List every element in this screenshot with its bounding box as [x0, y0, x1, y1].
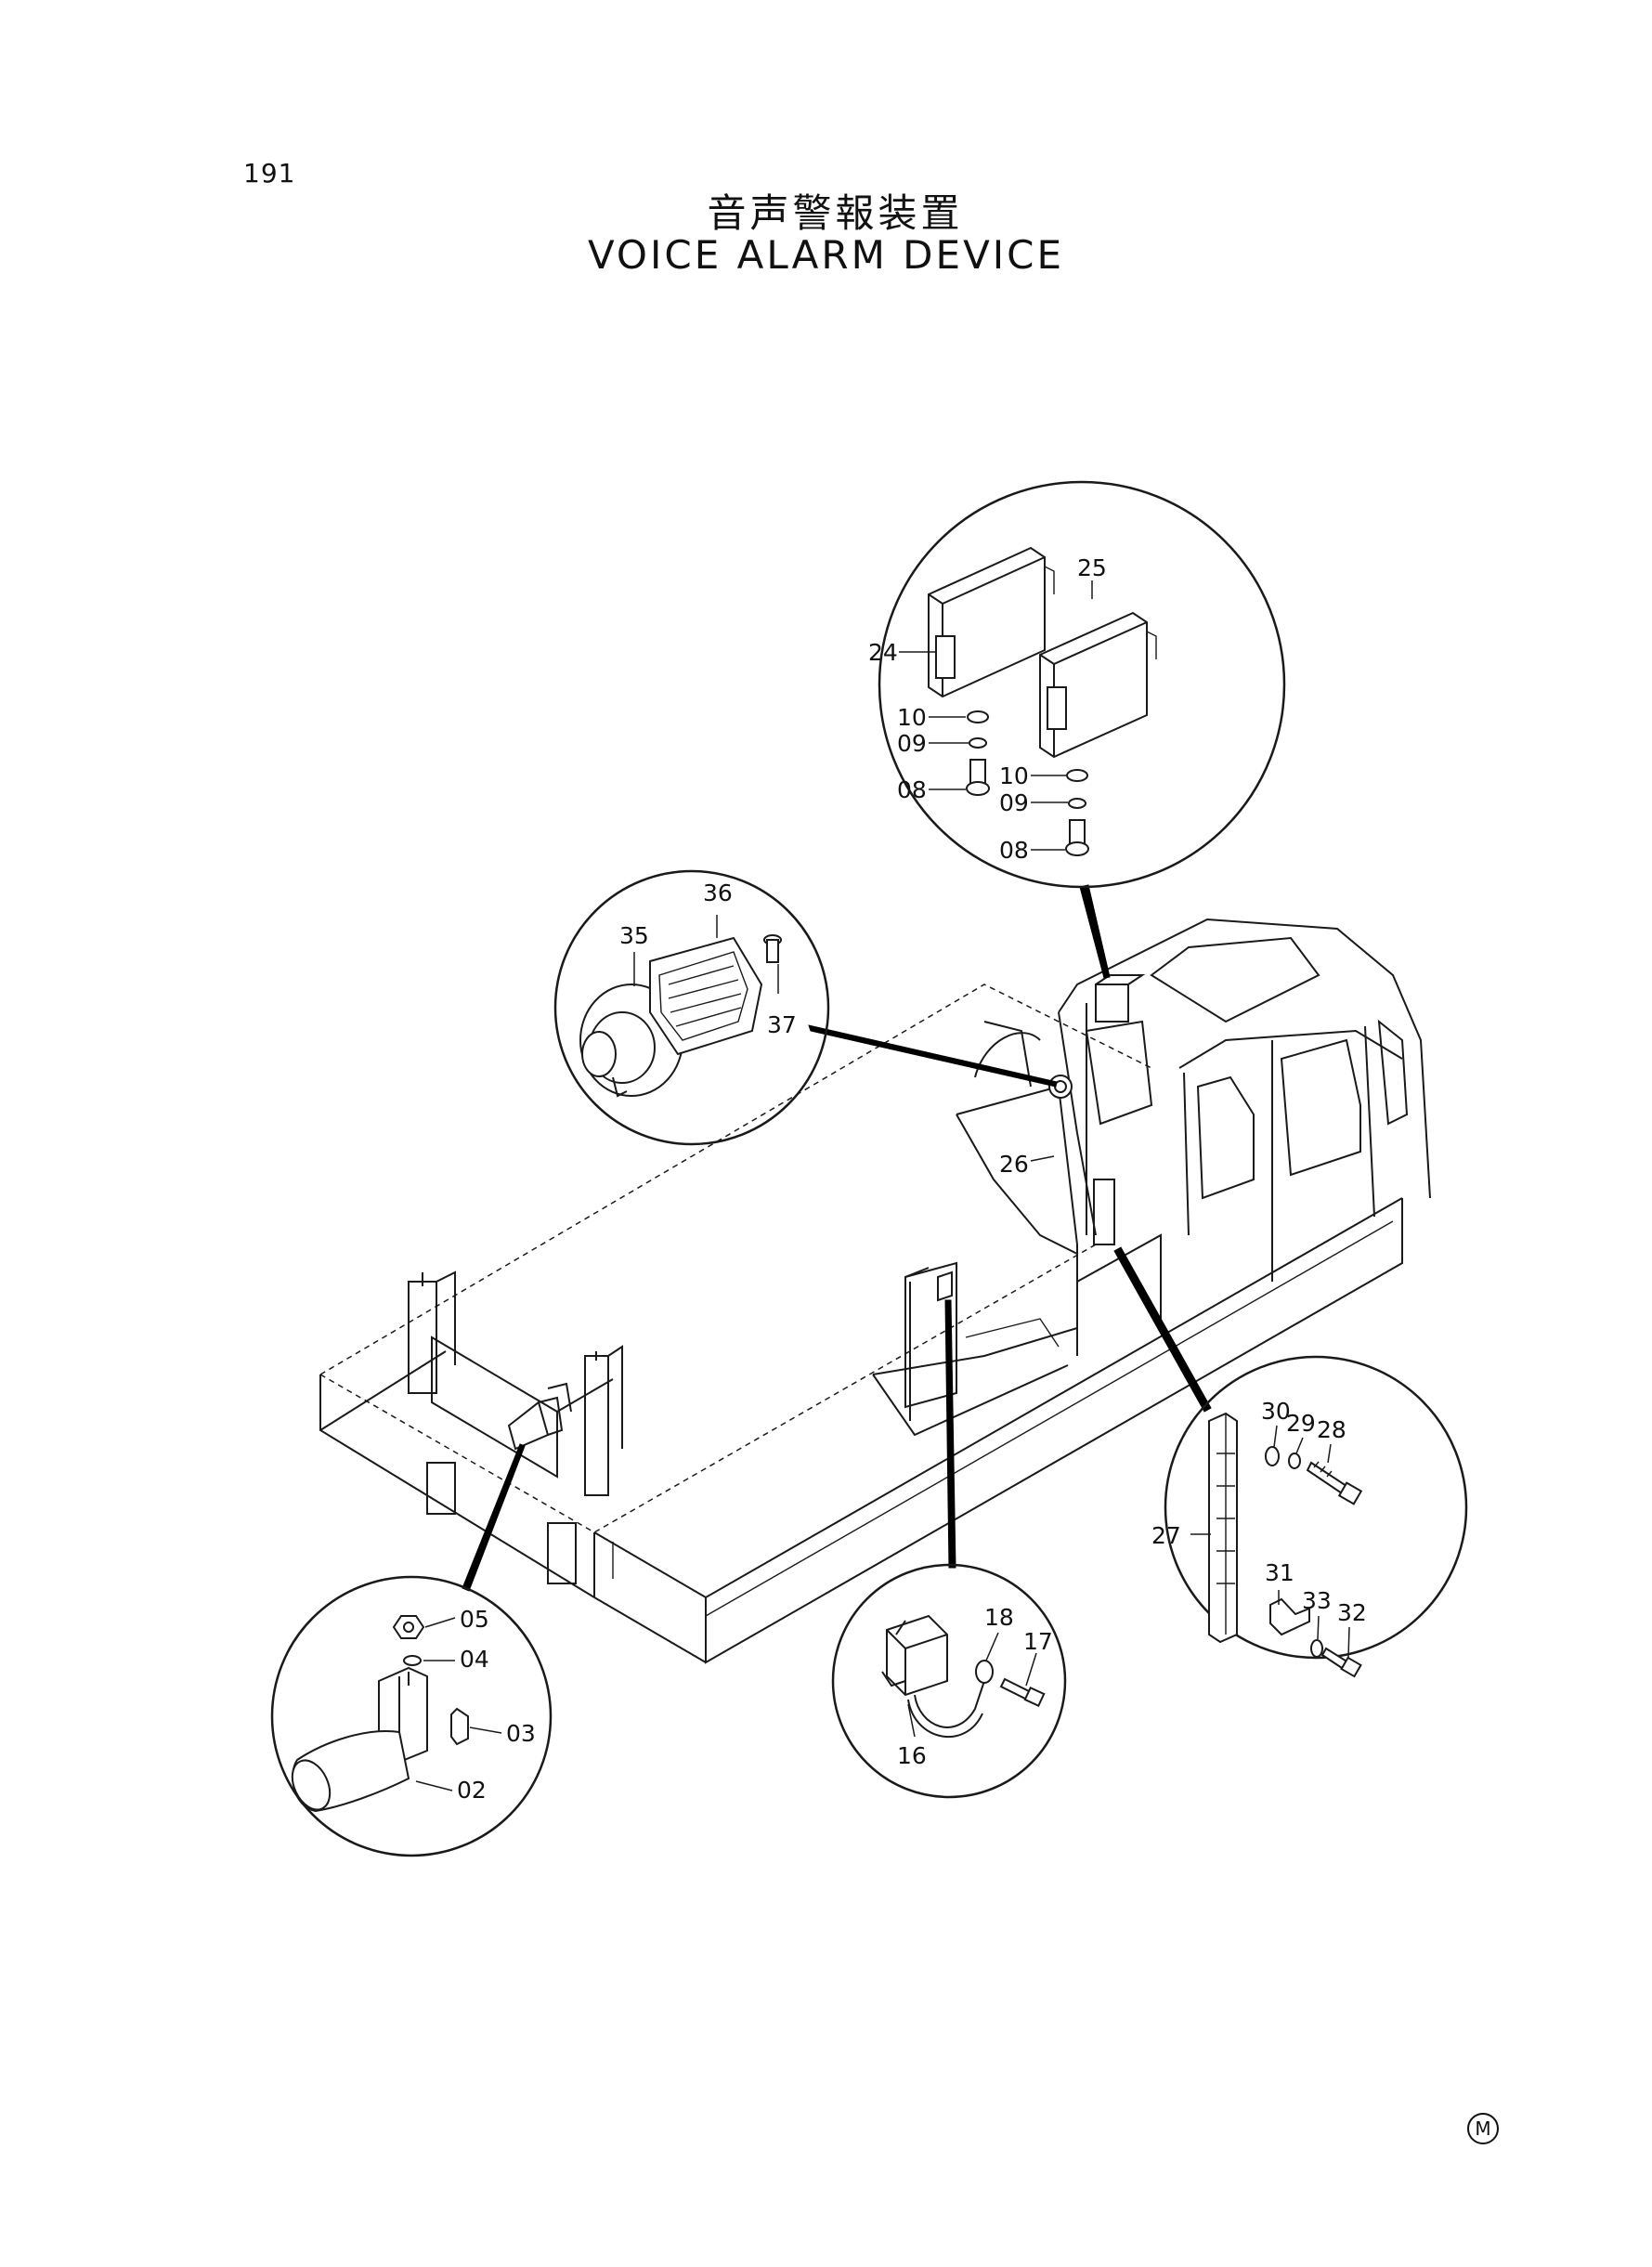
label-29: 29: [1286, 1410, 1316, 1437]
label-26: 26: [999, 1151, 1029, 1178]
label-02: 02: [457, 1777, 487, 1804]
page-number: 191: [243, 158, 296, 189]
detail-circle-horn: 05 04 03 02: [270, 1575, 553, 1857]
label-28: 28: [1317, 1416, 1346, 1443]
title-japanese: 音声警報装置: [707, 190, 964, 236]
label-35: 35: [619, 922, 649, 949]
label-37: 37: [767, 1011, 797, 1038]
detail-circle-relay: 18 17 16: [831, 1563, 1067, 1799]
label-18: 18: [984, 1604, 1014, 1631]
label-24: 24: [868, 639, 898, 666]
label-36: 36: [703, 879, 733, 906]
callout-pointers: [462, 884, 1212, 1592]
label-09: 09: [897, 730, 927, 757]
excavator-upper-structure: [319, 918, 1431, 1664]
label-32: 32: [1337, 1599, 1367, 1626]
label-25: 25: [1077, 554, 1107, 581]
label-04: 04: [460, 1646, 489, 1673]
detail-circle-bracket: 30 29 28 27 31 33 32: [1151, 1355, 1468, 1678]
label-03: 03: [506, 1720, 536, 1747]
label-05: 05: [460, 1606, 489, 1633]
detail-circle-speaker: 36 35 37: [553, 869, 830, 1146]
label-30: 30: [1261, 1398, 1291, 1425]
label-33: 33: [1302, 1587, 1332, 1614]
label-08: 08: [999, 837, 1029, 864]
label-08: 08: [897, 776, 927, 803]
label-10: 10: [999, 762, 1029, 789]
label-10: 10: [897, 704, 927, 731]
title-english: VOICE ALARM DEVICE: [587, 232, 1065, 278]
label-17: 17: [1023, 1628, 1053, 1655]
model-mark-icon: M: [1467, 2113, 1499, 2144]
label-27: 27: [1151, 1522, 1181, 1549]
label-16: 16: [897, 1742, 927, 1769]
label-31: 31: [1265, 1559, 1294, 1586]
label-09: 09: [999, 789, 1029, 816]
detail-circle-controllers: 25 24 10 09 08 10 09 08: [868, 480, 1286, 889]
